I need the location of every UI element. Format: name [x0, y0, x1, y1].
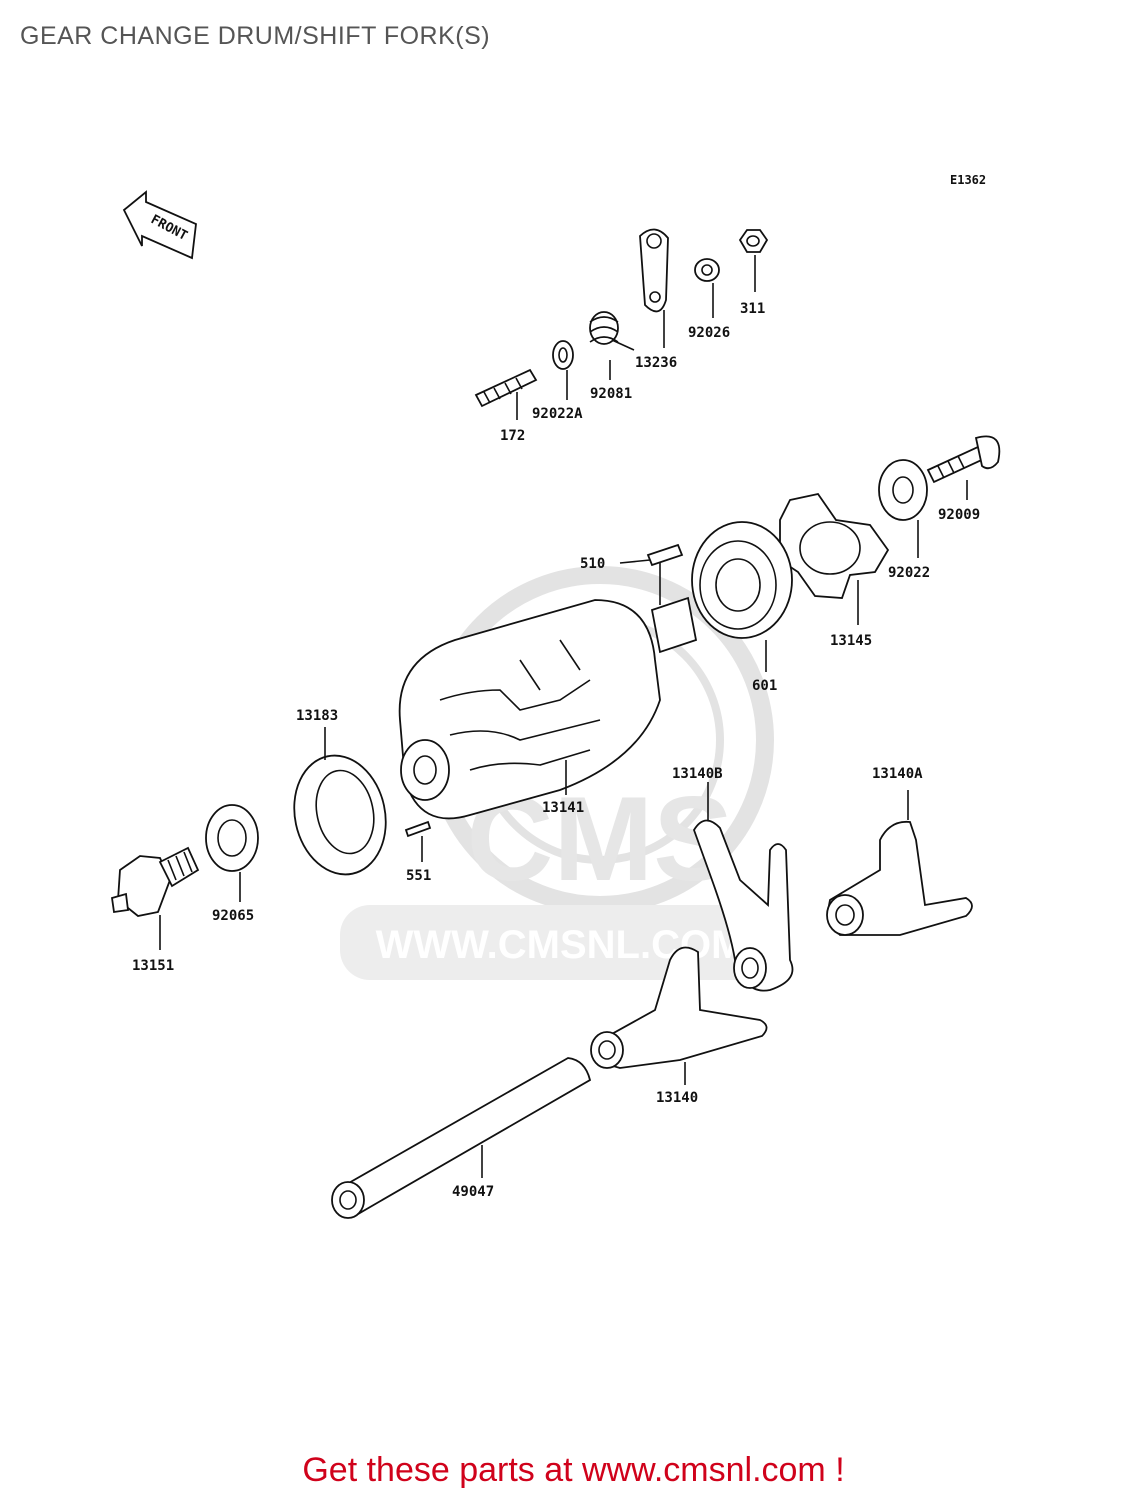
part-label-311: 311 — [740, 301, 765, 317]
part-label-92081: 92081 — [590, 386, 632, 402]
part-label-13140: 13140 — [656, 1090, 698, 1106]
page-title: GEAR CHANGE DRUM/SHIFT FORK(S) — [20, 22, 491, 50]
bolt-92009 — [926, 435, 1001, 500]
plate-13183 — [293, 727, 387, 876]
washer-92022A — [552, 340, 574, 400]
footer-shop-link[interactable]: Get these parts at www.cmsnl.com ! — [302, 1451, 845, 1489]
washer-92065 — [205, 804, 259, 902]
parts-diagram: CMS WWW.CMSNL.COM E1362 FRONT — [110, 173, 1001, 1219]
front-arrow-icon: FRONT — [122, 190, 197, 260]
pin-510 — [619, 543, 684, 605]
fork-13140A — [826, 790, 973, 936]
diagram-code: E1362 — [950, 173, 986, 187]
part-label-13140B: 13140B — [672, 766, 723, 782]
part-label-13145: 13145 — [830, 633, 872, 649]
part-label-13151: 13151 — [132, 958, 174, 974]
bearing-601 — [691, 521, 793, 672]
part-label-92022: 92022 — [888, 565, 930, 581]
part-label-13236: 13236 — [635, 355, 677, 371]
pin-551 — [404, 820, 432, 862]
switch-13151 — [110, 846, 200, 950]
part-label-13140A: 13140A — [872, 766, 923, 782]
fork-13140 — [590, 946, 768, 1085]
part-label-172: 172 — [500, 428, 525, 444]
part-label-92026: 92026 — [688, 325, 730, 341]
nut-311 — [738, 229, 769, 292]
washer-92022 — [878, 459, 928, 558]
part-label-13141: 13141 — [542, 800, 584, 816]
fork-13140B — [693, 782, 794, 992]
drum-13141 — [398, 596, 698, 820]
stud-172 — [474, 368, 538, 420]
washer-92026 — [694, 258, 720, 318]
part-label-92022A: 92022A — [532, 406, 583, 422]
cam-13145 — [779, 492, 890, 625]
part-label-551: 551 — [406, 868, 431, 884]
part-label-601: 601 — [752, 678, 777, 694]
part-label-510: 510 — [580, 556, 605, 572]
spring-92081 — [589, 311, 635, 380]
part-label-92065: 92065 — [212, 908, 254, 924]
part-label-92009: 92009 — [938, 507, 980, 523]
shaft-49047 — [331, 1057, 592, 1219]
part-label-49047: 49047 — [452, 1184, 494, 1200]
part-label-13183: 13183 — [296, 708, 338, 724]
lever-13236 — [639, 228, 669, 348]
